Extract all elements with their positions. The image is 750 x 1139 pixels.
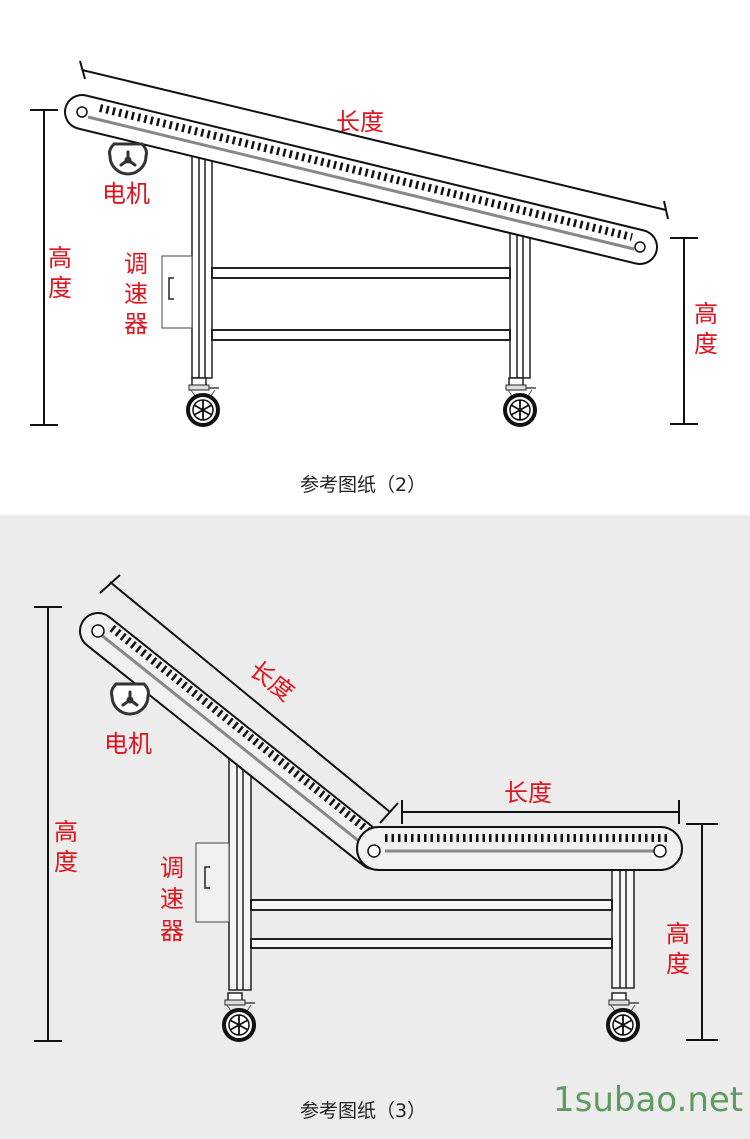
watermark: 1subao.net — [553, 1080, 743, 1120]
controller-label: 速 — [160, 885, 184, 913]
height-label-left: 度 — [48, 274, 72, 302]
flat-length-dimension-line — [401, 800, 680, 824]
height-dimension-left — [34, 606, 62, 1042]
length-label: 长度 — [336, 108, 384, 136]
panel-3: 长度 长度 电机 调 速 器 高 度 高 度 参考图纸（3） 1subao.ne… — [34, 574, 743, 1122]
left-leg — [191, 149, 213, 379]
speed-controller-box — [195, 842, 230, 923]
height-dimension-left — [30, 109, 58, 426]
flat-length-label: 长度 — [504, 779, 552, 807]
crossbars — [250, 899, 613, 949]
controller-label: 器 — [124, 310, 148, 338]
incline-length-dimension-line — [99, 574, 399, 824]
panel-2: 长度 电机 调 速 器 高 度 高 度 参考图纸（2） — [30, 60, 718, 496]
inclined-belt — [64, 94, 658, 265]
left-leg — [228, 744, 252, 991]
motor-label: 电机 — [104, 730, 152, 758]
controller-label: 速 — [124, 280, 148, 308]
motor-icon — [108, 142, 148, 176]
height-label-left: 度 — [54, 848, 78, 876]
right-leg — [611, 869, 635, 989]
flat-belt — [356, 826, 683, 871]
right-leg — [509, 224, 531, 379]
crossbars — [211, 267, 511, 341]
height-dimension-right — [686, 823, 718, 1041]
controller-label: 调 — [124, 250, 148, 278]
inclined-belt — [79, 612, 393, 870]
caption: 参考图纸（3） — [300, 1100, 426, 1122]
height-label-right: 高 — [666, 920, 690, 948]
length-dimension-line — [79, 60, 669, 220]
height-label-left: 高 — [54, 818, 78, 846]
height-label-left: 高 — [48, 244, 72, 272]
speed-controller-box — [161, 255, 193, 329]
height-label-right: 度 — [666, 950, 690, 978]
controller-label: 调 — [160, 854, 184, 882]
caption: 参考图纸（2） — [300, 474, 426, 496]
height-dimension-right — [670, 237, 698, 425]
controller-label: 器 — [160, 917, 184, 945]
motor-label: 电机 — [102, 180, 150, 208]
height-label-right: 度 — [694, 330, 718, 358]
height-label-right: 高 — [694, 300, 718, 328]
motor-icon — [110, 682, 150, 716]
